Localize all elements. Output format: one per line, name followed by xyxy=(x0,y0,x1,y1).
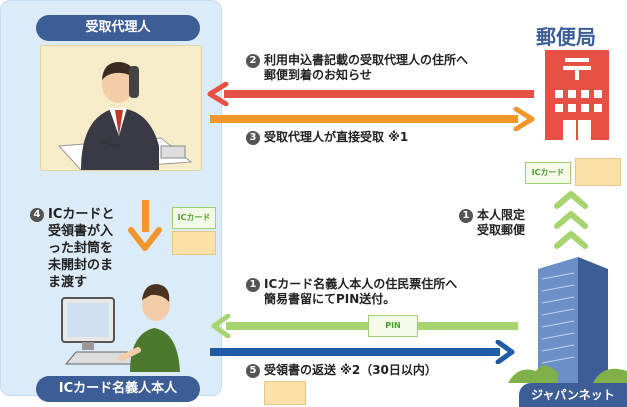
step3-text: 3 受取代理人が直接受取 ※1 xyxy=(246,130,408,145)
step5-label: 受領書の返送 ※2（30日以内） xyxy=(264,363,437,377)
envelope-right xyxy=(575,158,621,186)
ic-card-right: ICカード xyxy=(525,162,571,184)
computer-user-illustration xyxy=(58,268,186,372)
phone-man-illustration xyxy=(40,45,202,171)
step1-local-number: 1 xyxy=(459,209,473,223)
ic-card-left: ICカード xyxy=(172,207,216,229)
step5-text: 5 受領書の返送 ※2（30日以内） xyxy=(246,363,437,378)
step1-mail-line2: 簡易書留にてPIN送付。 xyxy=(264,292,396,306)
holder-label: ICカード名義人本人 xyxy=(36,376,200,402)
step2-line1: 利用申込書記載の受取代理人の住所へ xyxy=(264,53,469,67)
step1-mail-number: 1 xyxy=(246,278,260,292)
pin-arrow xyxy=(211,314,518,338)
step3-arrow xyxy=(210,107,535,131)
envelope-left xyxy=(172,231,216,255)
step4-line5: ま渡す xyxy=(48,275,88,290)
step5-number: 5 xyxy=(246,364,260,378)
japannet-label: ジャパンネット xyxy=(519,383,627,407)
step1-local-text: 1 本人限定 受取郵便 xyxy=(459,208,525,238)
step1-mail-line1: ICカード名義人本人の住民票住所へ xyxy=(264,277,458,291)
pin-card: PIN xyxy=(368,315,418,337)
step2-text: 2 利用申込書記載の受取代理人の住所へ 郵便到着のお知らせ xyxy=(246,53,468,83)
agent-label: 受取代理人 xyxy=(36,15,200,41)
step4-line2: 受領書が入 xyxy=(48,224,114,239)
step4-number: 4 xyxy=(30,208,44,222)
step4-text: 4 ICカードと 受領書が入 った封筒を 未開封のま ま渡す xyxy=(30,206,114,291)
step4-line1: ICカードと xyxy=(48,207,115,222)
step2-number: 2 xyxy=(246,54,260,68)
step2-line2: 郵便到着のお知らせ xyxy=(264,68,372,82)
delivery-chevrons xyxy=(554,191,588,249)
envelope-return xyxy=(264,381,306,405)
step1-local-line1: 本人限定 xyxy=(477,208,526,222)
step1-local-line2: 受取郵便 xyxy=(477,223,526,237)
ic-card-left-label: ICカード xyxy=(177,213,211,222)
step1-mail-text: 1 ICカード名義人本人の住民票住所へ 簡易書留にてPIN送付。 xyxy=(246,277,457,307)
ic-card-right-label: ICカード xyxy=(531,168,565,177)
building-icon xyxy=(508,257,627,383)
step3-label: 受取代理人が直接受取 ※1 xyxy=(264,130,409,144)
post-office-label: 郵便局 xyxy=(536,25,596,49)
step2-arrow xyxy=(207,82,534,106)
pin-card-label: PIN xyxy=(385,321,401,330)
step3-number: 3 xyxy=(246,131,260,145)
post-office-icon xyxy=(545,50,609,140)
handover-arrow xyxy=(128,200,162,251)
step4-line4: 未開封のま xyxy=(48,258,114,273)
step5-arrow xyxy=(210,340,515,364)
step4-line3: った封筒を xyxy=(48,241,114,256)
